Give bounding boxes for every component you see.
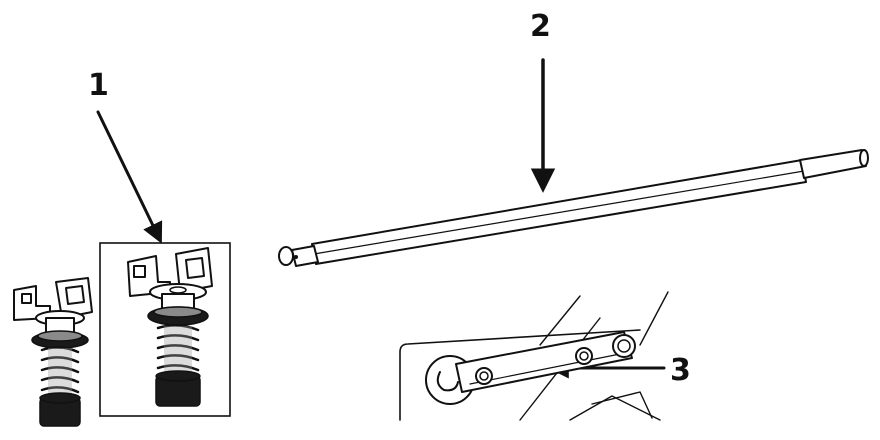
inset-box (99, 242, 231, 417)
rod (278, 149, 869, 267)
callout-label-1: 1 (88, 68, 109, 103)
link-mechanism (399, 291, 669, 421)
callout-arrow-1 (96, 110, 163, 244)
callout-label-3: 3 (670, 353, 691, 388)
spring-assembly-loose (13, 277, 93, 427)
callout-label-2: 2 (530, 9, 551, 44)
spring-assembly-boxed (127, 247, 213, 407)
